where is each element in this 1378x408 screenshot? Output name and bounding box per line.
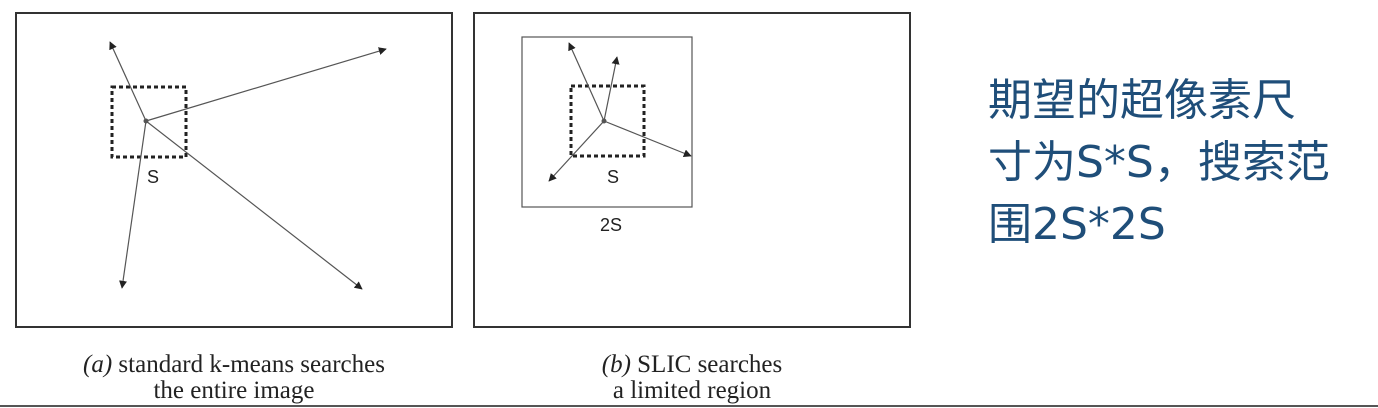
panel-b-arrow-up-right xyxy=(603,56,620,122)
panel-b-caption: (b) SLIC searches a limited region xyxy=(472,352,912,404)
panel-b: S 2S xyxy=(473,12,911,328)
panel-b-caption-line1: (b) SLIC searches xyxy=(472,352,912,378)
note-line-2: 寸为S*S，搜索范 xyxy=(988,137,1330,188)
panel-a-arrow-down xyxy=(119,120,147,289)
explanation-note: 期望的超像素尺 寸为S*S，搜索范 围2S*2S xyxy=(988,70,1368,256)
panel-b-s-label: S xyxy=(607,167,619,187)
panel-a-arrow-down-right xyxy=(145,120,363,290)
panel-b-caption-prefix: (b) xyxy=(601,351,631,378)
panel-b-arrow-up-left xyxy=(568,42,605,122)
panel-b-arrow-right xyxy=(603,120,692,158)
panel-b-frame xyxy=(473,12,911,328)
note-line-1: 期望的超像素尺 xyxy=(988,75,1296,126)
bottom-rule xyxy=(0,405,1378,407)
panel-b-arrow-down-left xyxy=(548,120,605,182)
panel-a-caption-prefix: (a) xyxy=(83,351,113,378)
panel-b-2s-label: 2S xyxy=(600,215,622,235)
panel-a-caption-text1: standard k-means searches xyxy=(118,351,385,378)
panel-a-caption-line1: (a) standard k-means searches xyxy=(14,352,454,378)
panel-a-arrow-up-left xyxy=(109,41,147,122)
panel-b-search-region xyxy=(521,36,693,208)
panel-a-frame xyxy=(15,12,453,328)
panel-a-caption: (a) standard k-means searches the entire… xyxy=(14,352,454,404)
note-line-3: 围2S*2S xyxy=(988,199,1166,250)
panel-b-caption-text1: SLIC searches xyxy=(637,351,783,378)
panel-a: S xyxy=(15,12,453,328)
panel-a-caption-line2: the entire image xyxy=(153,377,315,404)
panel-b-cluster-window xyxy=(569,84,646,158)
panel-b-caption-line2: a limited region xyxy=(612,377,772,404)
panel-a-arrow-right xyxy=(145,47,387,122)
panel-a-cluster-window xyxy=(110,85,188,159)
panel-a-s-label: S xyxy=(147,167,159,187)
